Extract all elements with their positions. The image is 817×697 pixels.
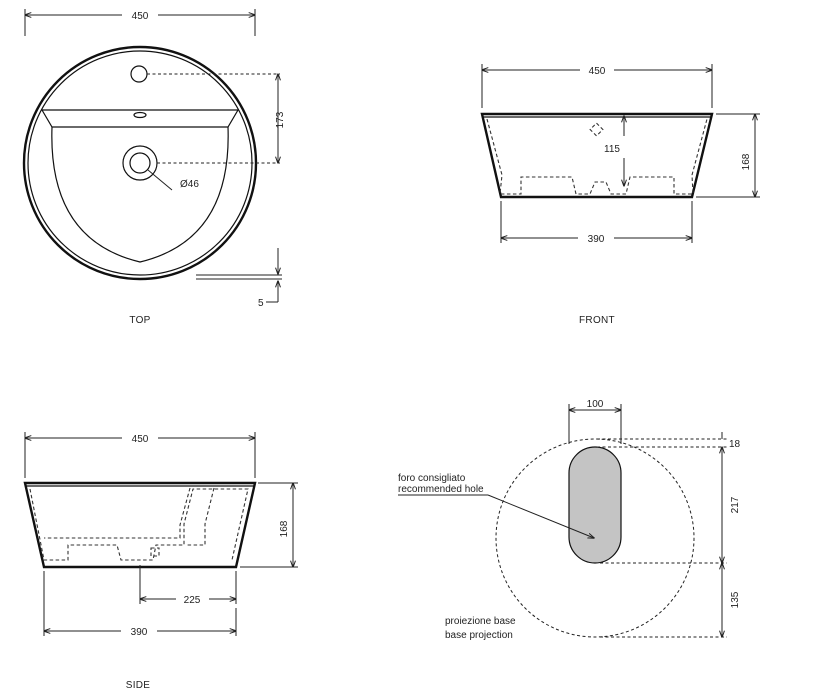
front-overflow-hole: [589, 122, 604, 137]
side-base-dimension: 390: [44, 571, 236, 638]
front-hidden-interior: [486, 118, 708, 195]
top-height-label: 173: [275, 111, 286, 128]
side-height-dimension: 168: [240, 483, 298, 567]
side-offset-label: 225: [184, 595, 201, 606]
front-width-dimension: 450: [482, 64, 712, 108]
side-basin-profile: [23, 481, 257, 569]
top-caption: TOP: [129, 315, 150, 326]
overflow-slot: [133, 111, 147, 119]
side-hidden-inner-wall: [44, 487, 191, 539]
recommended-hole-callout: foro consigliato recommended hole: [398, 473, 594, 538]
side-caption: SIDE: [126, 680, 151, 691]
front-height-dimension: 168: [696, 114, 760, 197]
side-height-label: 168: [279, 520, 290, 537]
front-base-label: 390: [588, 234, 605, 245]
front-height-label: 168: [741, 153, 752, 170]
front-basin-profile: [480, 112, 714, 199]
hole-length-label: 217: [730, 496, 741, 513]
side-hidden-deck: [186, 487, 215, 546]
bottom-offset-dimension: 135: [722, 563, 741, 637]
side-width-dimension: 450: [25, 432, 255, 478]
base-projection-view: 100 18 217 135 foro consigliato recommen…: [398, 399, 741, 641]
base-projection-label-it: proiezione base: [445, 616, 516, 627]
front-caption: FRONT: [579, 315, 615, 326]
top-offset-label: 18: [729, 439, 741, 450]
side-width-label: 450: [132, 434, 149, 445]
top-height-dimension: 173: [275, 74, 286, 163]
hole-length-dimension: 217: [722, 447, 741, 563]
rim-dimension: 5: [196, 248, 282, 309]
drain-inner: [129, 152, 151, 174]
recommended-hole-label-it: foro consigliato: [398, 473, 466, 484]
top-width-label: 450: [132, 11, 149, 22]
front-view: 450 115 168 390 FRONT: [480, 64, 760, 326]
front-hole-offset-label: 115: [604, 144, 620, 155]
side-view: 450 168 225 390 SIDE: [23, 432, 298, 691]
side-overflow-hole: [150, 547, 160, 557]
recommended-hole-label-en: recommended hole: [398, 484, 484, 495]
front-base-dimension: 390: [501, 201, 692, 245]
side-hidden-interior: [29, 488, 249, 561]
front-width-label: 450: [589, 66, 606, 77]
top-offset-dimension: 18: [721, 432, 741, 450]
top-view: 450 173 Ø46 5 TOP: [22, 9, 286, 326]
rim-label: 5: [258, 298, 264, 309]
side-base-label: 390: [131, 627, 148, 638]
top-width-dimension: 450: [25, 9, 255, 36]
drain-outer: [122, 145, 158, 181]
drain-diameter-label: Ø46: [180, 179, 199, 190]
hole-width-dimension: 100: [569, 399, 621, 444]
drain-diameter-callout: Ø46: [147, 169, 199, 191]
side-offset-dimension: 225: [140, 565, 236, 606]
base-projection-label-en: base projection: [445, 630, 513, 641]
hole-width-label: 100: [587, 399, 604, 410]
bowl-outline: [51, 126, 229, 263]
front-hole-offset-dimension: 115: [604, 116, 624, 186]
recommended-hole-shape: [568, 446, 622, 564]
tap-hole: [130, 65, 148, 83]
bottom-offset-label: 135: [730, 591, 741, 608]
base-projection-circle: [495, 438, 695, 638]
